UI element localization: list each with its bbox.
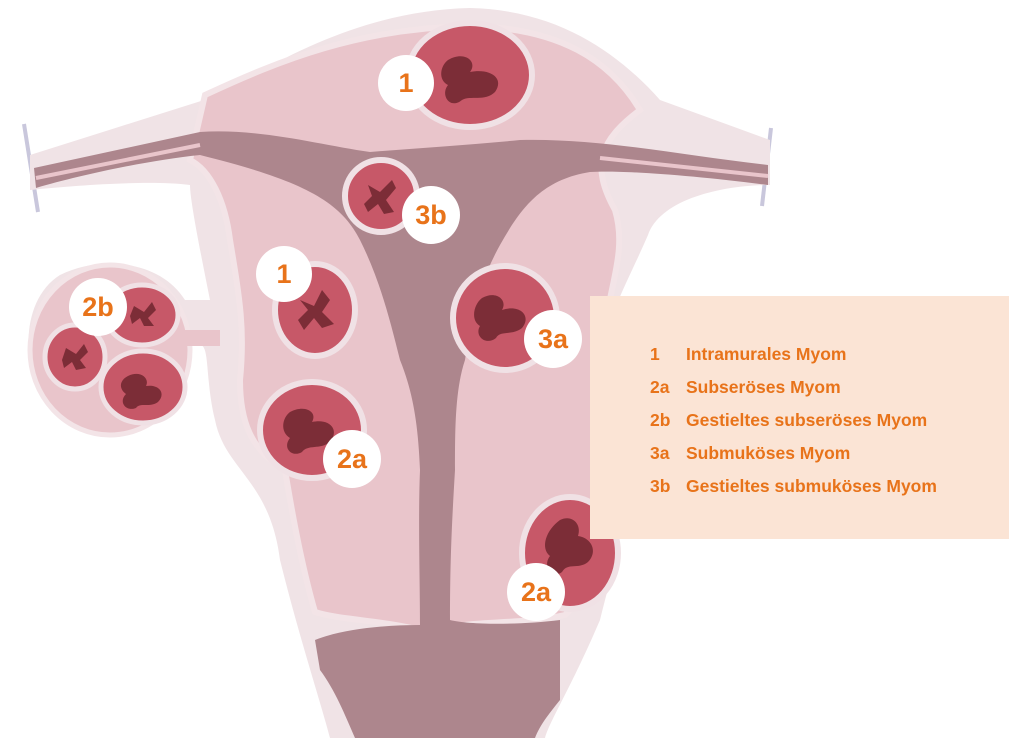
badge-submucous: 3a — [524, 310, 582, 368]
legend-code: 2b — [650, 412, 686, 430]
legend-text: Subseröses Myom — [686, 377, 841, 397]
legend-code: 3b — [650, 478, 686, 496]
legend-text: Submuköses Myom — [686, 443, 850, 463]
marker-label-left-subserous: 2a — [337, 444, 368, 474]
marker-label-pedunculated-subserous: 2b — [82, 292, 114, 322]
marker-label-left-intramural: 1 — [276, 259, 291, 289]
legend-code: 2a — [650, 379, 686, 397]
legend-code: 1 — [650, 346, 686, 364]
marker-label-submucous: 3a — [538, 324, 569, 354]
legend-code: 3a — [650, 445, 686, 463]
badge-pedunculated-subserous: 2b — [69, 278, 127, 336]
legend-text: Intramurales Myom — [686, 344, 846, 364]
legend-text: Gestieltes subseröses Myom — [686, 410, 927, 430]
fibroid-pedunculated-subserous-c — [101, 351, 185, 423]
badge-right-subserous: 2a — [507, 563, 565, 621]
legend-text: Gestieltes submuköses Myom — [686, 476, 937, 496]
badge-pedunculated-submucous: 3b — [402, 186, 460, 244]
marker-label-pedunculated-submucous: 3b — [415, 200, 447, 230]
pedunculated-subserous-stalk — [180, 330, 220, 346]
badge-left-subserous: 2a — [323, 430, 381, 488]
badge-left-intramural: 1 — [256, 246, 312, 302]
marker-label-right-subserous: 2a — [521, 577, 552, 607]
badge-top: 1 — [378, 55, 434, 111]
marker-label-top: 1 — [398, 68, 413, 98]
